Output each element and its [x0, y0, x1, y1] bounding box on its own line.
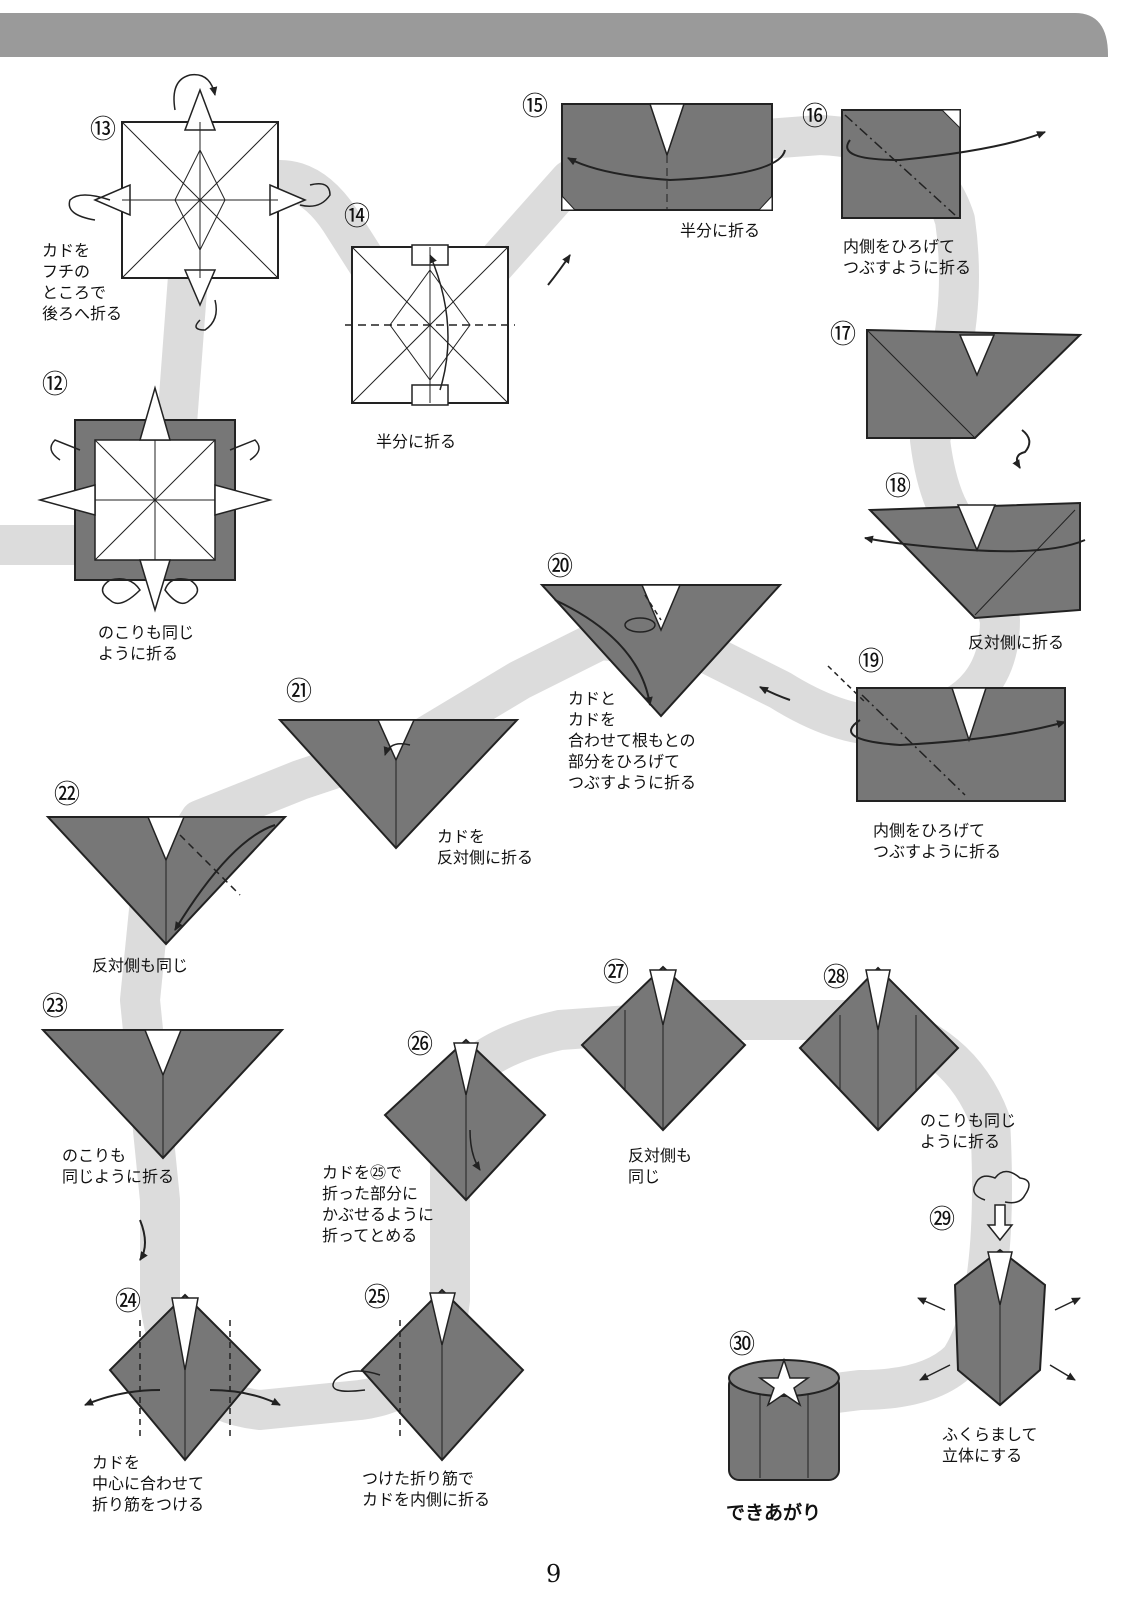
step-number-28: ㉘ — [823, 963, 849, 993]
step-18-model — [864, 501, 1086, 620]
step-23-model — [40, 1029, 285, 1261]
step-22-caption: 反対側も同じ — [92, 956, 189, 975]
step-number-30: ㉚ — [729, 1330, 755, 1360]
step-number-16: ⑯ — [802, 102, 828, 132]
step-number-14: ⑭ — [344, 202, 370, 232]
step-19-caption: 内側をひろげて つぶすように折る — [873, 821, 1002, 861]
step-number-26: ㉖ — [407, 1030, 433, 1060]
step-number-25: ㉕ — [364, 1283, 390, 1313]
step-13-caption: カドを フチの ところで 後ろへ折る — [42, 241, 123, 323]
step-number-23: ㉓ — [42, 992, 68, 1022]
header-bar — [0, 13, 1108, 57]
step-27-caption: 反対側も 同じ — [628, 1146, 693, 1186]
step-number-20: ⑳ — [547, 552, 573, 582]
step-19-model — [759, 665, 1066, 802]
step-29-model — [917, 1170, 1081, 1407]
step-16-caption: 内側をひろげて つぶすように折る — [843, 237, 972, 277]
step-13-model — [68, 73, 331, 331]
step-number-12: ⑫ — [42, 370, 68, 400]
step-18-caption: 反対側に折る — [968, 633, 1065, 652]
step-number-18: ⑱ — [885, 472, 911, 502]
step-14-model — [345, 244, 571, 406]
step-number-29: ㉙ — [929, 1205, 955, 1235]
step-17-model — [866, 328, 1083, 469]
step-20-model — [539, 584, 783, 718]
step-number-21: ㉑ — [286, 677, 312, 707]
step-20-caption: カドと カドを 合わせて根もとの 部分をひろげて つぶすように折る — [568, 689, 697, 792]
finished-label: できあがり — [726, 1502, 822, 1524]
step-29-caption: ふくらまして 立体にする — [942, 1425, 1038, 1465]
step-24-model — [84, 1293, 281, 1462]
step-26-model — [383, 1038, 547, 1202]
step-21-model — [277, 719, 520, 850]
step-number-17: ⑰ — [830, 320, 856, 350]
step-28-model — [798, 966, 960, 1132]
step-24-caption: カドを 中心に合わせて 折り筋をつける — [92, 1453, 205, 1514]
step-15-caption: 半分に折る — [680, 221, 761, 240]
step-number-15: ⑮ — [522, 92, 548, 122]
step-number-19: ⑲ — [858, 647, 884, 677]
step-22-model — [45, 816, 288, 946]
step-23-caption: のこりも 同じように折る — [62, 1146, 175, 1186]
step-26-caption: カドを㉕で 折った部分に かぶせるように 折ってとめる — [322, 1163, 435, 1245]
step-number-24: ㉔ — [115, 1287, 141, 1317]
step-12-caption: のこりも同じ ように折る — [98, 623, 195, 663]
step-25-model — [332, 1288, 525, 1462]
page-number: 9 — [546, 1560, 562, 1588]
step-number-27: ㉗ — [603, 958, 629, 988]
step-28-caption: のこりも同じ ように折る — [920, 1111, 1017, 1151]
step-number-22: ㉒ — [54, 780, 80, 810]
step-21-caption: カドを 反対側に折る — [437, 827, 534, 867]
step-15-model — [561, 103, 786, 211]
step-16-model — [841, 109, 1046, 219]
step-27-model — [580, 965, 747, 1132]
step-30-finished-model — [728, 1357, 840, 1481]
step-number-13: ⑬ — [90, 115, 116, 145]
step-12-model — [37, 385, 273, 613]
step-14-caption: 半分に折る — [376, 432, 457, 451]
step-25-caption: つけた折り筋で カドを内側に折る — [362, 1469, 491, 1509]
